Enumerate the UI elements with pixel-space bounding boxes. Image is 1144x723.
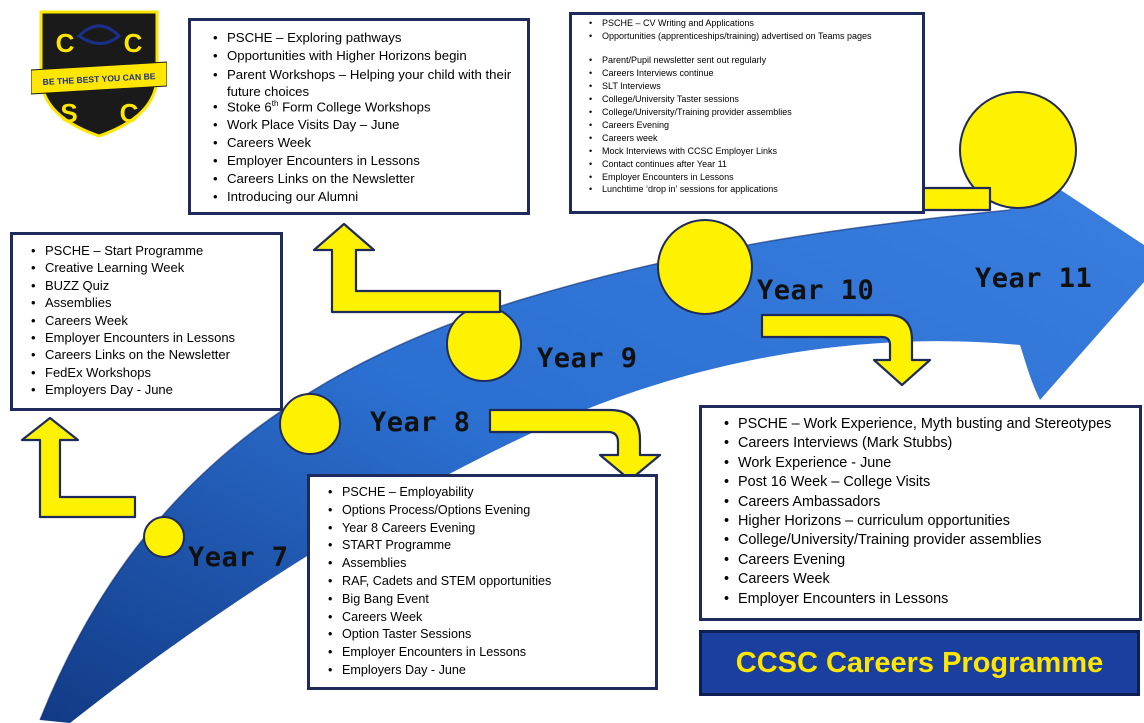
list-item: Careers Links on the Newsletter	[31, 348, 274, 365]
list-item: Mock Interviews with CCSC Employer Links	[589, 146, 916, 159]
list-item: Employer Encounters in Lessons	[724, 591, 1133, 611]
list-item: Careers Evening	[589, 120, 916, 133]
list-item: PSCHE – Work Experience, Myth busting an…	[724, 417, 1133, 436]
year11-activity-list: PSCHE – Work Experience, Myth busting an…	[716, 417, 1133, 611]
list-item: Opportunities (apprenticeships/training)…	[589, 31, 916, 56]
list-item: College/University Taster sessions	[589, 94, 916, 107]
logo-letter-bl: S	[60, 98, 77, 128]
programme-title: CCSC Careers Programme	[699, 630, 1140, 696]
list-item: Careers Interviews continue	[589, 68, 916, 81]
year9-connector-arrow	[488, 408, 662, 482]
list-item: Post 16 Week – College Visits	[724, 475, 1133, 494]
logo-letter-tr: C	[124, 28, 143, 58]
year10-activities-box: PSCHE – CV Writing and Applications Oppo…	[569, 12, 925, 214]
year10-activity-list: PSCHE – CV Writing and Applications Oppo…	[580, 18, 916, 197]
list-item: Careers Week	[213, 136, 521, 154]
logo-letter-tl: C	[56, 28, 75, 58]
year8-marker	[279, 393, 341, 455]
list-item: Careers Week	[31, 313, 274, 331]
list-item: Contact continues after Year 11	[589, 159, 916, 172]
year9-activities-box: PSCHE – Employability Options Process/Op…	[307, 474, 658, 690]
year10-marker	[657, 219, 753, 315]
list-item: PSCHE – Start Programme	[31, 244, 274, 261]
list-item: BUZZ Quiz	[31, 279, 274, 296]
logo-letter-br: C	[120, 98, 139, 128]
list-item: Stoke 6th Form College Workshops	[213, 100, 521, 118]
year9-marker	[446, 306, 522, 382]
list-item: Employers Day - June	[328, 664, 649, 682]
year8-activities-box: PSCHE – Exploring pathways Opportunities…	[188, 18, 530, 215]
year7-connector-arrow	[20, 416, 137, 519]
list-item: Employers Day - June	[31, 383, 274, 400]
year11-connector-arrow	[760, 313, 932, 387]
year9-activity-list: PSCHE – Employability Options Process/Op…	[320, 486, 649, 682]
year7-activities-box: PSCHE – Start Programme Creative Learnin…	[10, 232, 283, 411]
list-item: Assemblies	[328, 557, 649, 575]
year10-label: Year 10	[757, 275, 875, 306]
list-item: Careers Links on the Newsletter	[213, 172, 521, 190]
year8-label: Year 8	[370, 407, 471, 438]
list-item: Assemblies	[31, 296, 274, 313]
list-item: Employer Encounters in Lessons	[328, 646, 649, 664]
list-item: Careers Week	[724, 572, 1133, 591]
list-item: Careers Evening	[724, 552, 1133, 572]
list-item: Big Bang Event	[328, 593, 649, 611]
year11-label: Year 11	[975, 263, 1093, 294]
year7-activity-list: PSCHE – Start Programme Creative Learnin…	[23, 244, 274, 401]
list-item: FedEx Workshops	[31, 366, 274, 383]
list-item: Parent Workshops – Helping your child wi…	[213, 67, 521, 100]
year9-label: Year 9	[537, 343, 638, 374]
list-item: Option Taster Sessions	[328, 628, 649, 646]
list-item: Careers Week	[328, 610, 649, 629]
list-item: Higher Horizons – curriculum opportuniti…	[724, 514, 1133, 533]
school-logo: C C BE THE BEST YOU CAN BE S C	[31, 10, 167, 138]
list-item: Creative Learning Week	[31, 261, 274, 278]
year8-activity-list: PSCHE – Exploring pathways Opportunities…	[205, 31, 521, 208]
list-item: College/University/Training provider ass…	[589, 107, 916, 120]
list-item: PSCHE – CV Writing and Applications	[589, 18, 916, 31]
list-item: Options Process/Options Evening	[328, 504, 649, 522]
list-item: Employer Encounters in Lessons	[31, 331, 274, 348]
year11-marker	[959, 91, 1077, 209]
list-item: Year 8 Careers Evening	[328, 521, 649, 540]
list-item: START Programme	[328, 539, 649, 557]
list-item: PSCHE – Employability	[328, 486, 649, 504]
list-item: Careers Ambassadors	[724, 494, 1133, 514]
list-item: PSCHE – Exploring pathways	[213, 31, 521, 49]
list-item: Work Place Visits Day – June	[213, 118, 521, 136]
list-item: Careers week	[589, 133, 916, 146]
year11-activities-box: PSCHE – Work Experience, Myth busting an…	[699, 405, 1142, 621]
year8-connector-arrow	[312, 222, 502, 314]
progress-arrow	[40, 150, 1144, 723]
year7-marker	[143, 516, 185, 558]
list-item: Employer Encounters in Lessons	[589, 172, 916, 185]
list-item: SLT Interviews	[589, 81, 916, 94]
list-item: Work Experience - June	[724, 455, 1133, 475]
list-item: Lunchtime ‘drop in’ sessions for applica…	[589, 184, 916, 197]
list-item: RAF, Cadets and STEM opportunities	[328, 575, 649, 593]
list-item: Employer Encounters in Lessons	[213, 154, 521, 172]
list-item: Careers Interviews (Mark Stubbs)	[724, 436, 1133, 455]
list-item: Parent/Pupil newsletter sent out regular…	[589, 55, 916, 68]
year7-label: Year 7	[188, 542, 289, 573]
list-item: Opportunities with Higher Horizons begin	[213, 49, 521, 67]
list-item: College/University/Training provider ass…	[724, 533, 1133, 552]
list-item: Introducing our Alumni	[213, 190, 521, 208]
